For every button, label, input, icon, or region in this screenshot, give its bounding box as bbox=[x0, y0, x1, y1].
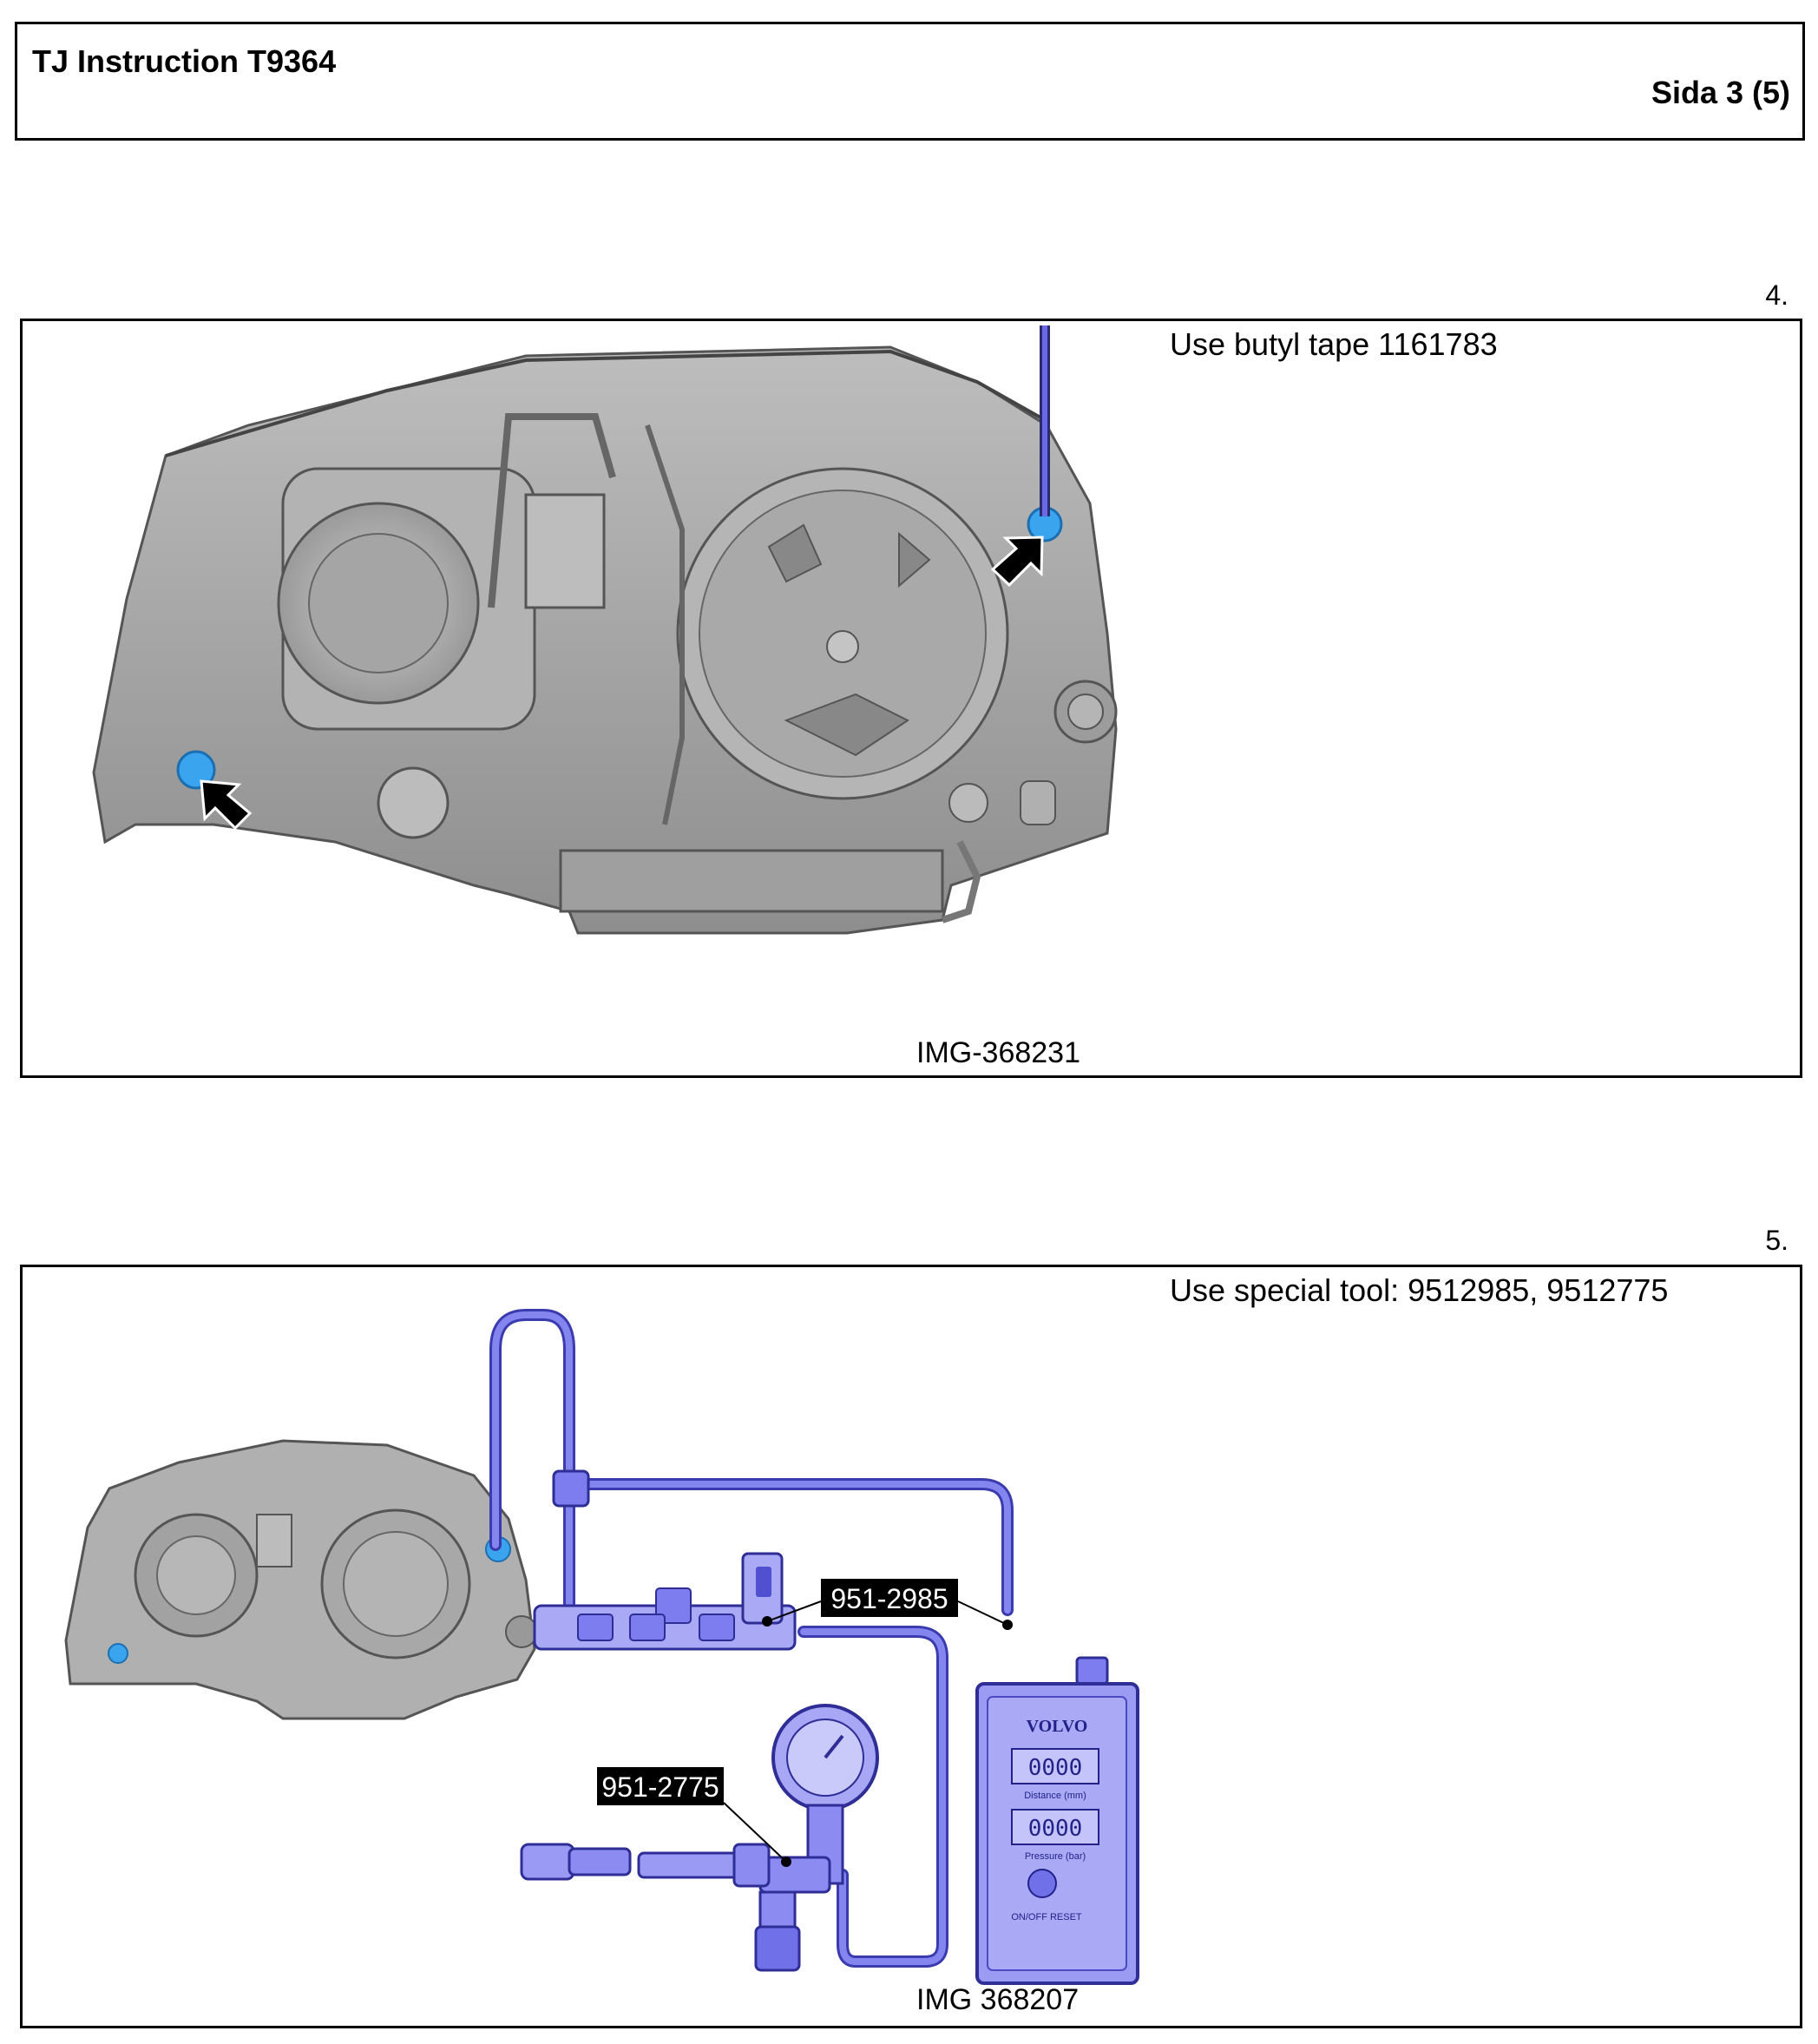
callout-951-2775: 951-2775 bbox=[597, 1767, 724, 1805]
leak-tester-unit[interactable]: VOLVO 0000 Distance (mm) 0000 Pressure (… bbox=[975, 1656, 1139, 1985]
page-number: Sida 3 (5) bbox=[1651, 75, 1790, 110]
test-setup-illustration: VOLVO 0000 Distance (mm) 0000 Pressure (… bbox=[64, 1309, 1139, 1985]
arrow-left-icon bbox=[200, 779, 253, 831]
step-5-panel: Use special tool: 9512985, 9512775 bbox=[20, 1265, 1802, 2028]
step-5-image-id: IMG 368207 bbox=[916, 1983, 1080, 2016]
step-number-4: 4. bbox=[1765, 279, 1788, 311]
tester-brand: VOLVO bbox=[1027, 1717, 1088, 1736]
hose-network bbox=[489, 1309, 1014, 1968]
tester-display-distance: 0000 bbox=[1028, 1755, 1083, 1781]
tester-button[interactable] bbox=[1027, 1869, 1057, 1898]
headlamp-housing bbox=[92, 345, 1118, 935]
headlamp-small bbox=[64, 1439, 538, 1720]
step-4-instruction: Use butyl tape 1161783 bbox=[1170, 326, 1498, 362]
document-title: TJ Instruction T9364 bbox=[32, 43, 337, 79]
step-4-image-id: IMG-368231 bbox=[916, 1036, 1080, 1069]
tester-button-label: ON/OFF RESET bbox=[1011, 1912, 1082, 1922]
svg-text:951-2985: 951-2985 bbox=[830, 1583, 948, 1614]
callout-leaders bbox=[723, 1600, 1013, 1867]
tester-display-pressure-label: Pressure (bar) bbox=[1025, 1851, 1086, 1862]
sealant-spot-left bbox=[176, 750, 216, 790]
step-5-instruction: Use special tool: 9512985, 9512775 bbox=[1170, 1272, 1669, 1308]
manifold-951-2985 bbox=[533, 1552, 797, 1651]
headlamp-illustration bbox=[92, 325, 1118, 935]
document-header: TJ Instruction T9364 Sida 3 (5) bbox=[15, 22, 1805, 141]
tester-display-pressure: 0000 bbox=[1028, 1816, 1083, 1842]
step-number-5: 5. bbox=[1765, 1225, 1788, 1256]
step-4-panel: Use butyl tape 1161783 bbox=[20, 319, 1802, 1078]
tester-display-distance-label: Distance (mm) bbox=[1024, 1791, 1086, 1801]
svg-text:951-2775: 951-2775 bbox=[601, 1771, 719, 1803]
t-connector bbox=[552, 1469, 590, 1508]
arrow-right-icon bbox=[990, 536, 1044, 588]
pressure-gauge-951-2775 bbox=[520, 1704, 879, 1972]
callout-951-2985: 951-2985 bbox=[821, 1579, 958, 1617]
